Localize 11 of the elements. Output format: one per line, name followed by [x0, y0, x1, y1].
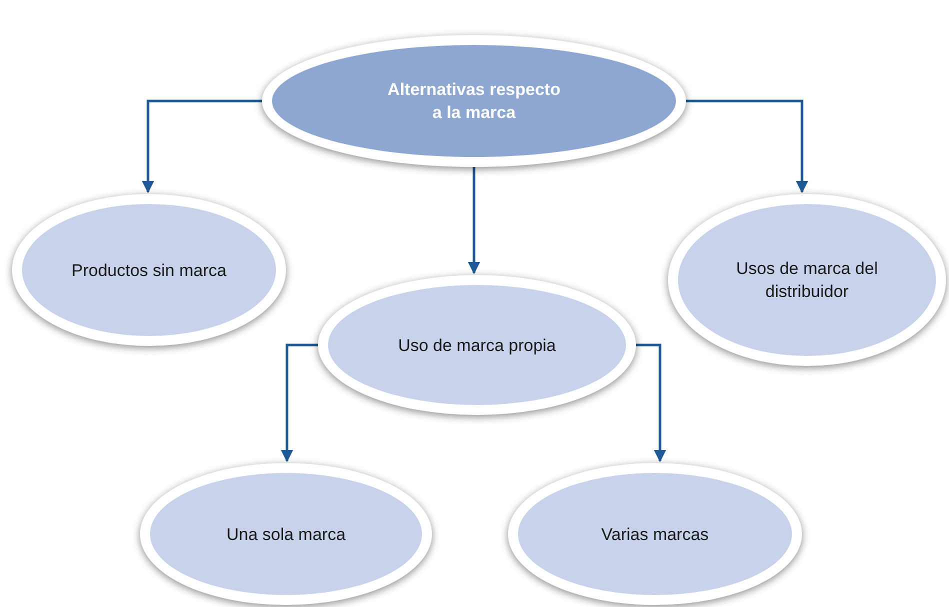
arrow	[686, 100, 808, 194]
node-label: Varias marcas	[601, 524, 709, 546]
node-label: Productos sin marca	[72, 260, 226, 282]
node-label: Uso de marca propia	[398, 334, 556, 356]
arrow	[142, 100, 262, 194]
arrow	[636, 344, 666, 462]
node-label: Alternativas respecto a la marca	[386, 79, 562, 124]
arrow	[468, 167, 480, 274]
node-label: Una sola marca	[226, 524, 346, 546]
node-label: Usos de marca del distribuidor	[735, 258, 879, 303]
arrow	[280, 344, 318, 462]
